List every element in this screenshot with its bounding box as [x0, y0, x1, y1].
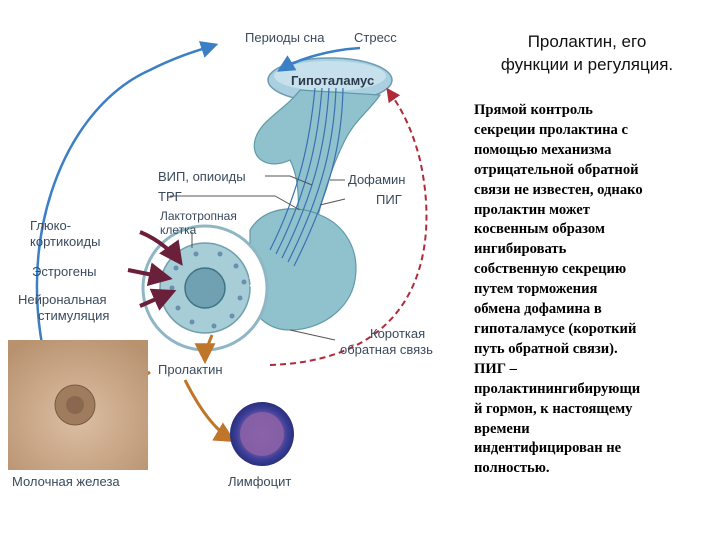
label-lactotroph-line1: Лактотропная [160, 209, 237, 223]
body-line: пролактин может [474, 201, 590, 218]
label-glucocorticoids-line1: Глюко- [30, 218, 72, 233]
body-paragraph: Прямой контроль секреции пролактина с по… [474, 101, 714, 479]
leader-lines [170, 175, 346, 341]
label-stress: Стресс [354, 30, 397, 45]
label-trh: ТРГ [158, 189, 182, 204]
body-line: й гормон, к настоящему [474, 400, 633, 417]
body-line: обмена дофамина в [474, 301, 602, 318]
label-hypothalamus: Гипоталамус [291, 73, 375, 88]
body-line: пролактинингибирующи [474, 380, 641, 397]
slide-title-line2: функции и регуляция. [500, 55, 674, 74]
body-line: секреции пролактина с [474, 121, 628, 138]
label-prolactin: Пролактин [158, 362, 223, 377]
body-line: Прямой контроль [474, 102, 593, 118]
label-dopamine: Дофамин [348, 172, 406, 187]
body-line: косвенным образом [474, 221, 605, 238]
arrow-neuronal [139, 288, 177, 311]
body-line: индентифицирован не [474, 440, 622, 457]
label-neuronal-line2: стимуляция [38, 308, 110, 323]
pituitary-stalk [253, 89, 382, 231]
body-line: ПИГ – [474, 360, 517, 377]
label-mammary-gland: Молочная железа [12, 474, 120, 489]
label-glucocorticoids-line2: кортикоиды [30, 234, 101, 249]
slide-title-line1: Пролактин, его [527, 32, 647, 51]
label-short-feedback-line2: обратная связь [340, 342, 433, 357]
label-neuronal-line1: Нейрональная [18, 292, 107, 307]
arrow-prolactin-out [194, 334, 216, 365]
label-lymphocyte: Лимфоцит [228, 474, 292, 489]
prolactin-regulation-diagram [8, 41, 428, 470]
mammary-loop-arrow [35, 41, 219, 386]
body-line: связи не известен, однако [474, 181, 643, 198]
lactotroph-nucleus [184, 267, 226, 309]
label-vip-opioids: ВИП, опиоиды [158, 169, 246, 184]
label-estrogens: Эстрогены [32, 264, 97, 279]
arrow-to-lymphocyte [183, 379, 236, 443]
body-line: отрицательной обратной [474, 161, 639, 178]
arrow-glucocorticoids [139, 230, 183, 266]
neuron-fibers [269, 87, 344, 267]
body-line: гипоталамусе (короткий [474, 320, 637, 337]
label-sleep-periods: Периоды сна [245, 30, 325, 45]
body-line: путь обратной связи). [474, 340, 618, 357]
body-line: помощью механизма [474, 141, 612, 158]
receptor-zigzag [248, 261, 258, 287]
body-line: ингибировать [474, 241, 567, 258]
hypothalamus-top [274, 61, 386, 91]
label-short-feedback-line1: Короткая [370, 326, 426, 341]
body-line: путем торможения [474, 281, 598, 298]
lymphocyte-nucleus [240, 412, 284, 456]
pituitary-body [249, 208, 357, 331]
slide-title: Пролактин, его функции и регуляция. [462, 30, 712, 76]
label-pig: ПИГ [376, 192, 402, 207]
body-line: времени [474, 420, 530, 437]
label-lactotroph-line2: клетка [160, 223, 197, 237]
body-line: полностью. [474, 460, 550, 477]
stimuli-to-hypothalamus-arrow [276, 46, 361, 72]
short-feedback-arrow [269, 87, 428, 366]
body-line: собственную секрецию [474, 261, 627, 278]
arrow-estrogens [127, 262, 173, 287]
